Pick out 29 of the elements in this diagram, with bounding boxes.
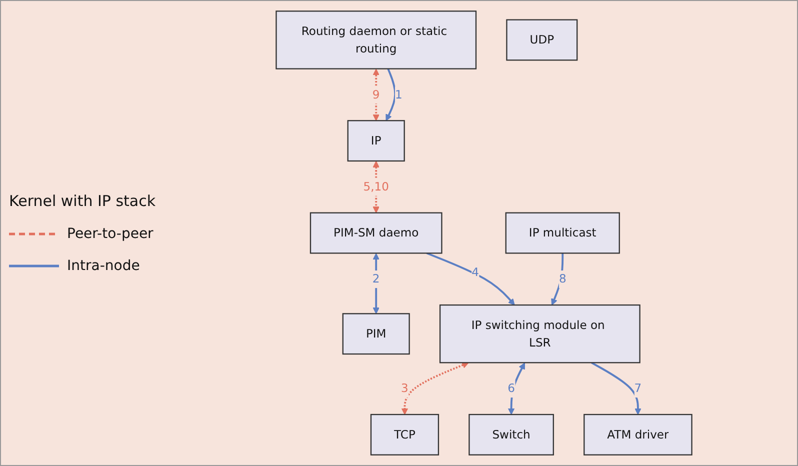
legend-label: Intra-node (67, 258, 140, 274)
node-box: PIM (342, 313, 410, 355)
edge-label: 3 (401, 381, 408, 396)
edge-label: 8 (558, 272, 566, 286)
node-box: IP multicast (505, 212, 620, 254)
edge-label: 1 (394, 88, 402, 102)
node-box: Routing daemon or static routing (276, 10, 477, 70)
edge-label: 9 (372, 88, 380, 102)
arrow (591, 362, 642, 415)
legend-label: Peer-to-peer (67, 226, 154, 242)
node-box: IP switching module on LSR (439, 304, 640, 364)
arrow (401, 362, 469, 415)
edge-label: 4 (472, 265, 479, 280)
group-label: Kernel with IP stack (9, 192, 157, 210)
arrow (426, 252, 515, 306)
edge-label: 2 (372, 272, 380, 286)
edge-label: 5,10 (363, 180, 389, 194)
arrow (386, 68, 396, 121)
edge-label: 6 (508, 381, 515, 396)
node-box: ATM driver (584, 414, 692, 456)
arrow (372, 253, 380, 314)
node-box: IP (347, 120, 405, 162)
node-box: UDP (506, 19, 578, 61)
node-box: TCP (370, 414, 440, 456)
edge-label: 7 (634, 381, 642, 396)
node-box: Switch (468, 414, 554, 456)
node-box: PIM-SM daemo (310, 212, 442, 254)
arrow (508, 362, 526, 415)
arrow (372, 68, 380, 121)
